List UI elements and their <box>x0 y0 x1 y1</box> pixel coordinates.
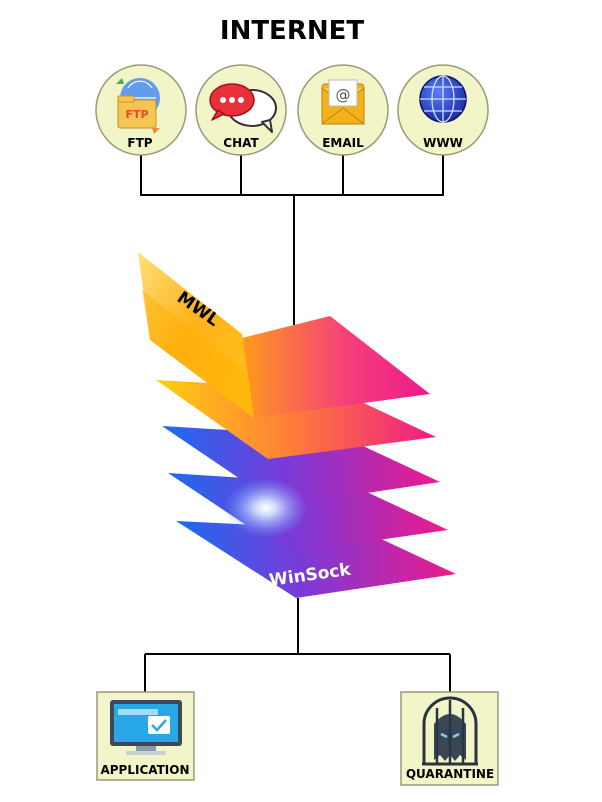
caged-ghost-icon <box>422 696 478 766</box>
layer-winsock[interactable] <box>176 521 456 598</box>
glow-highlight <box>224 478 308 538</box>
endpoint-application[interactable]: APPLICATION <box>96 691 195 781</box>
layer-mwl-flap-shade <box>142 290 254 418</box>
ftp-badge: FTP <box>125 108 148 121</box>
service-label-chat: CHAT <box>223 136 259 150</box>
monitor-checkmark-icon <box>110 700 182 755</box>
endpoint-quarantine[interactable]: QUARANTINE <box>400 691 499 786</box>
ftp-folder-icon: FTP <box>116 78 160 134</box>
service-label-email: EMAIL <box>322 136 364 150</box>
endpoint-label-quarantine: QUARANTINE <box>406 767 494 781</box>
layer-mwl-sheet[interactable] <box>242 316 430 418</box>
layer-stack: MWL WinSock <box>138 252 456 598</box>
endpoint-connectors <box>144 598 451 693</box>
service-label-www: WWW <box>423 136 463 150</box>
endpoint-label-application: APPLICATION <box>100 763 189 777</box>
service-connectors <box>140 155 444 325</box>
service-node-www[interactable]: WWW <box>397 64 489 156</box>
email-badge: @ <box>336 86 351 104</box>
diagram-title: INTERNET <box>220 16 364 46</box>
layer-3[interactable] <box>162 426 440 506</box>
service-node-chat[interactable]: CHAT <box>195 64 287 156</box>
service-node-email[interactable]: @ EMAIL <box>297 64 389 156</box>
globe-icon <box>419 75 467 123</box>
service-label-ftp: FTP <box>127 136 152 150</box>
email-envelope-icon: @ <box>320 79 366 125</box>
service-node-ftp[interactable]: FTP FTP <box>95 64 187 156</box>
layer-2[interactable] <box>156 380 436 459</box>
chat-bubbles-icon <box>209 83 277 133</box>
layer-mwl-flap[interactable] <box>138 252 254 418</box>
